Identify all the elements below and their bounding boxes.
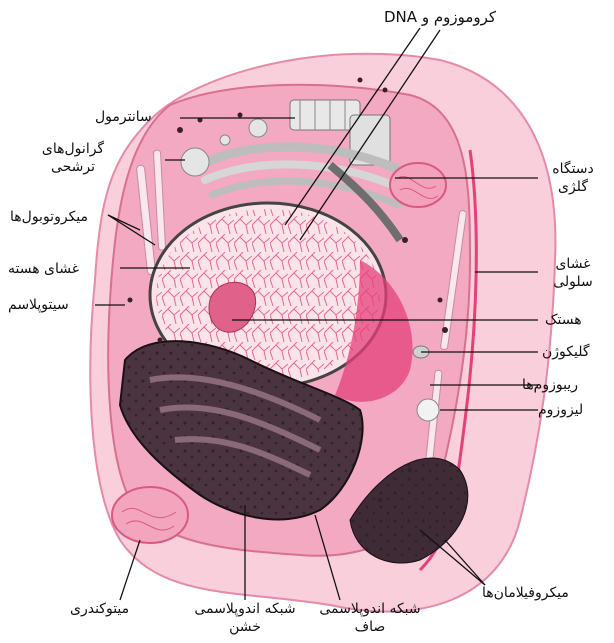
label-microfilaments: میکروفیلامان‌ها — [482, 584, 569, 602]
label-mitochondria: میتوکندری — [70, 600, 129, 618]
label-lysosome: لیزوزوم — [538, 401, 583, 419]
label-glycogen: گلیکوژن — [542, 343, 590, 361]
label-nuclear-envelope: غشای هسته — [8, 260, 79, 278]
label-nucleolus: هستک — [545, 311, 582, 329]
label-smooth-er: شبکه اندوپلاسمی صاف — [310, 600, 430, 636]
label-secretory-granules: گرانول‌های ترشحی — [28, 140, 118, 176]
label-cell-membrane: غشای سلولی — [540, 255, 606, 291]
label-ribosomes: ریبوزوم‌ها — [522, 376, 578, 394]
label-rough-er: شبکه اندوپلاسمی خشن — [185, 600, 305, 636]
lysosome — [417, 399, 439, 421]
mitochondrion-bottom — [112, 487, 188, 543]
mitochondrion-top — [390, 163, 446, 207]
label-microtubules: میکروتوبول‌ها — [10, 208, 88, 226]
label-chromosome-dna: کروموزوم و DNA — [384, 8, 496, 26]
label-cytoplasm: سیتوپلاسم — [8, 296, 69, 314]
label-centriole: سانترمول — [95, 108, 152, 126]
label-golgi: دستگاه گلژی — [540, 160, 606, 196]
